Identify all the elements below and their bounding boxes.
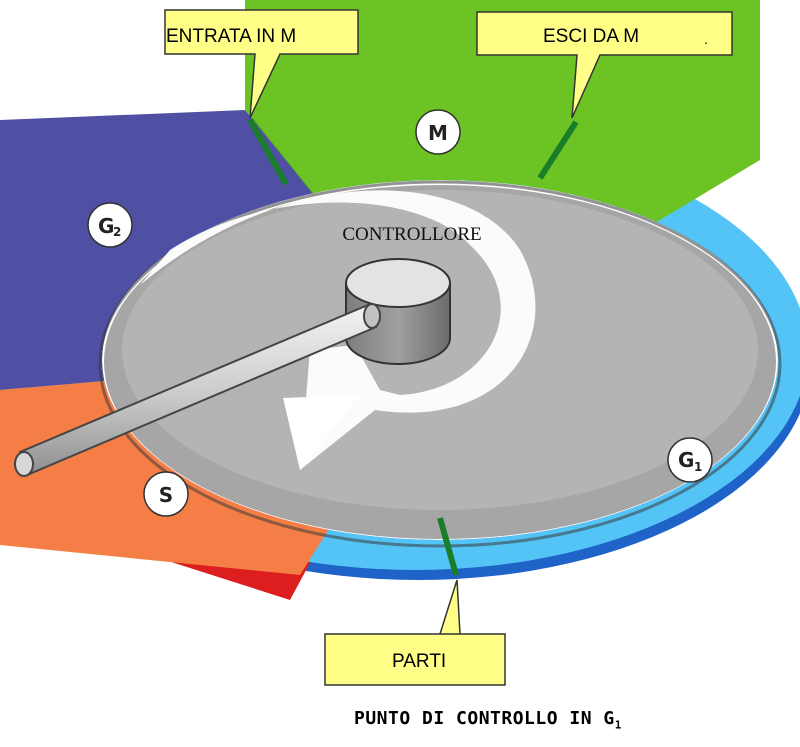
svg-text:G: G [678, 448, 694, 472]
checkpoint-entrata-line [247, 118, 289, 186]
caption-sub: 1 [614, 718, 622, 732]
phase-label-m: M [415, 109, 461, 155]
phase-label-s: S [143, 471, 189, 517]
svg-text:S: S [159, 483, 173, 507]
svg-text:G: G [98, 214, 114, 238]
svg-text:1: 1 [694, 460, 702, 474]
checkpoint-parti-line [437, 517, 459, 576]
cycle-arrow [140, 190, 536, 470]
phase-label-g2: G 2 [87, 202, 133, 248]
checkpoint-esci-line [537, 120, 579, 180]
caption-text: PUNTO DI CONTROLLO IN G [354, 708, 615, 729]
phase-label-g1: G 1 [667, 437, 713, 483]
svg-text:ENTRATA IN M: ENTRATA IN M [166, 26, 296, 47]
caption: PUNTO DI CONTROLLO IN G1 [354, 708, 622, 732]
svg-text:M: M [428, 121, 448, 145]
callout-parti: PARTI [324, 579, 506, 686]
callout-esci: ESCI DA M . [476, 11, 733, 119]
controller-rod [14, 303, 381, 477]
callout-entrata: ENTRATA IN M [164, 9, 359, 119]
svg-text:PARTI: PARTI [392, 651, 446, 672]
controller-label: CONTROLLORE [342, 224, 481, 245]
svg-text:ESCI DA M: ESCI DA M [543, 26, 639, 47]
svg-text:.: . [704, 31, 708, 47]
svg-text:2: 2 [113, 225, 121, 239]
